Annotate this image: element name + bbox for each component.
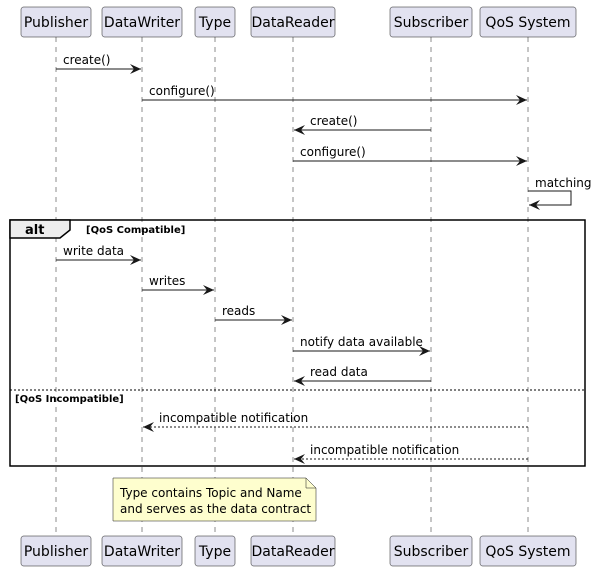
participant-datareader-top[interactable]: DataReader bbox=[250, 6, 336, 38]
participant-label: DataWriter bbox=[104, 15, 180, 31]
participant-datawriter-bottom[interactable]: DataWriter bbox=[101, 535, 183, 567]
message-incompatible-notification: incompatible notification bbox=[294, 443, 528, 464]
participant-subscriber-bottom[interactable]: Subscriber bbox=[389, 535, 473, 567]
message-configure: configure() bbox=[142, 84, 527, 105]
message-label: create() bbox=[310, 114, 357, 128]
message-label: notify data available bbox=[300, 335, 423, 349]
message-write-data: write data bbox=[56, 244, 141, 265]
participant-label: QoS System bbox=[485, 15, 570, 31]
message-label: writes bbox=[149, 274, 185, 288]
note-line: Type contains Topic and Name bbox=[119, 486, 302, 500]
alt-fragment: alt [QoS Compatible] [QoS Incompatible] bbox=[9, 219, 586, 467]
message-label: incompatible notification bbox=[159, 411, 308, 425]
message-label: reads bbox=[222, 304, 255, 318]
message-create: create() bbox=[56, 53, 141, 74]
participant-label: Subscriber bbox=[394, 544, 469, 560]
participant-label: DataWriter bbox=[104, 544, 180, 560]
participant-qos-system-top[interactable]: QoS System bbox=[479, 6, 577, 38]
participant-label: Type bbox=[198, 15, 231, 31]
message-read-data: read data bbox=[294, 365, 431, 386]
participant-subscriber-top[interactable]: Subscriber bbox=[389, 6, 473, 38]
guard-compatible: [QoS Compatible] bbox=[86, 225, 185, 236]
guard-incompatible: [QoS Incompatible] bbox=[15, 394, 124, 405]
participant-datareader-bottom[interactable]: DataReader bbox=[250, 535, 336, 567]
message-label: create() bbox=[63, 53, 110, 67]
participant-label: Publisher bbox=[24, 15, 89, 31]
participant-type-bottom[interactable]: Type bbox=[194, 535, 236, 567]
type-note: Type contains Topic and Name and serves a… bbox=[112, 477, 317, 522]
message-label: read data bbox=[310, 365, 368, 379]
participant-label: DataReader bbox=[252, 15, 335, 31]
message-create: create() bbox=[294, 114, 431, 135]
message-label: configure() bbox=[149, 84, 215, 98]
participant-label: Type bbox=[198, 544, 231, 560]
note-line: and serves as the data contract bbox=[120, 502, 311, 516]
message-incompatible-notification: incompatible notification bbox=[143, 411, 528, 432]
message-notify-data-available: notify data available bbox=[293, 335, 430, 356]
message-label: write data bbox=[63, 244, 124, 258]
message-writes: writes bbox=[142, 274, 214, 295]
participant-datawriter-top[interactable]: DataWriter bbox=[101, 6, 183, 38]
participant-label: QoS System bbox=[485, 544, 570, 560]
message-label: matching bbox=[535, 176, 592, 190]
participant-qos-system-bottom[interactable]: QoS System bbox=[479, 535, 577, 567]
message-matching: matching bbox=[528, 176, 592, 210]
message-label: configure() bbox=[300, 145, 366, 159]
alt-label: alt bbox=[25, 223, 44, 238]
message-label: incompatible notification bbox=[310, 443, 459, 457]
participant-label: DataReader bbox=[252, 544, 335, 560]
participant-publisher-top[interactable]: Publisher bbox=[20, 6, 92, 38]
participant-label: Publisher bbox=[24, 544, 89, 560]
participant-type-top[interactable]: Type bbox=[194, 6, 236, 38]
participant-publisher-bottom[interactable]: Publisher bbox=[20, 535, 92, 567]
message-configure: configure() bbox=[293, 145, 527, 166]
participant-label: Subscriber bbox=[394, 15, 469, 31]
message-reads: reads bbox=[215, 304, 292, 325]
